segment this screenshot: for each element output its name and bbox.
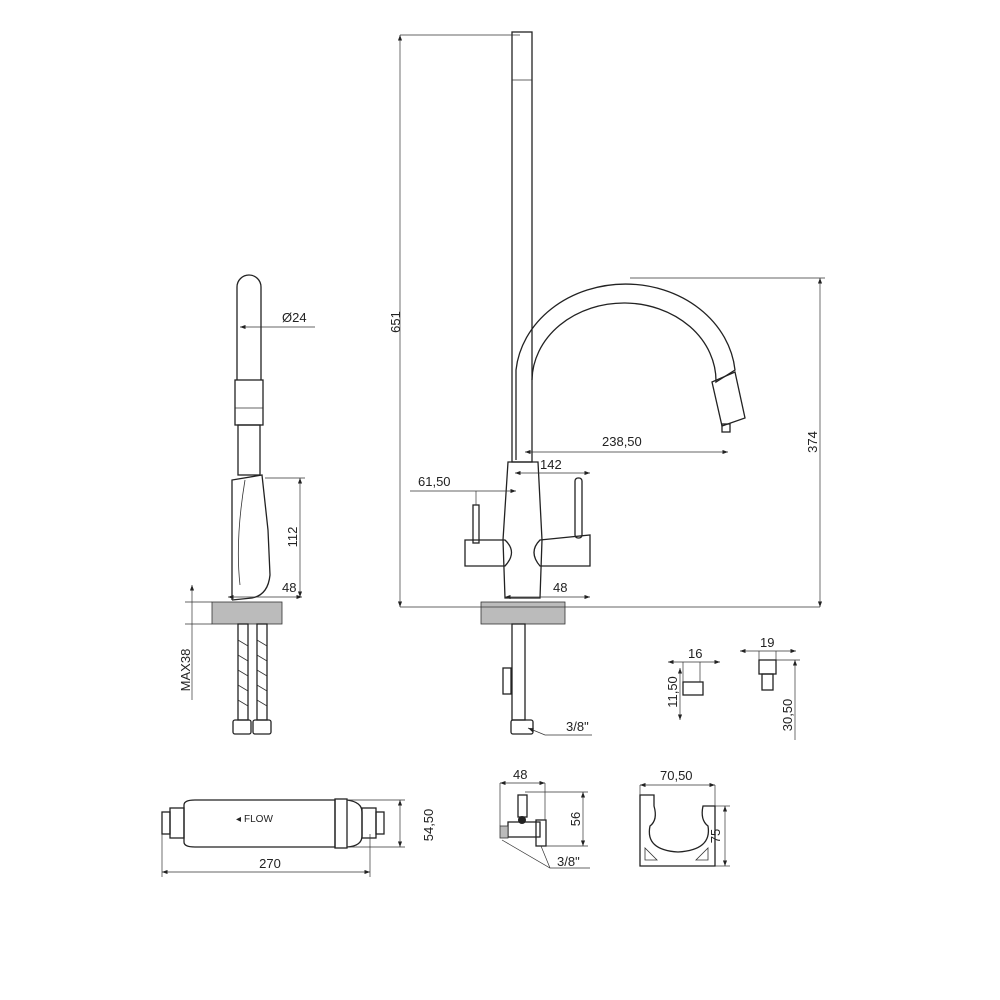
dim-front-base-width: 48 [553,580,567,595]
front-right-lever [574,477,583,539]
side-nut-left [232,719,252,735]
filter-flow-label: FLOW [244,814,273,825]
clip-shape [639,794,716,867]
dim-valve-thread: 3/8" [557,854,580,869]
dim-filter-diameter: 54,50 [421,809,436,842]
valve-handle [517,794,528,818]
front-spout-tip [721,423,731,433]
small-fitting-b: 19 30,50 [740,635,800,740]
fitting-a-shape [682,681,704,696]
front-body [502,461,543,599]
filter-cartridge: ◂ FLOW 54,50 270 [161,798,436,877]
front-left-handle [464,539,513,567]
dim-fitting-b-width: 19 [760,635,774,650]
dim-left-handle-offset: 61,50 [418,474,451,489]
dim-valve-width: 48 [513,767,527,782]
dim-side-max-thickness: MAX38 [178,649,193,692]
small-fitting-a: 16 11,50 [665,646,720,720]
front-view: 651 374 238,50 142 61,50 48 3/8" [388,31,825,736]
filter-left-fitting [161,811,171,835]
dim-filter-length: 270 [259,856,281,871]
mounting-clip: 70,50 75 [639,768,730,867]
filter-right-fitting [375,811,385,835]
fitting-b-thread [761,673,774,691]
dim-fitting-b-height: 30,50 [780,699,795,732]
dim-spout-reach: 238,50 [602,434,642,449]
dim-fitting-a-width: 16 [688,646,702,661]
front-hose-fitting [502,667,512,695]
front-hose-nut [510,719,534,735]
front-filter-tube [511,31,533,463]
side-spout [236,274,262,380]
dim-valve-height: 56 [568,812,583,826]
dim-hose-thread: 3/8" [566,719,589,734]
side-nut-right [252,719,272,735]
dim-clip-width: 70,50 [660,768,693,783]
dim-clip-height: 75 [708,829,723,843]
dim-side-handle-height: 112 [285,527,300,548]
filter-flow-arrow-icon: ◂ [236,814,241,825]
side-view: Ø24 112 48 MAX38 [178,274,315,735]
side-base-plate [211,601,283,625]
dim-side-base-width: 48 [282,580,296,595]
front-left-lever [472,504,480,544]
front-base-plate [480,601,566,625]
side-handle [231,474,271,601]
valve-outlet [535,819,547,847]
side-hose-left [237,623,249,721]
front-right-handle [533,534,591,567]
angle-valve: 48 56 3/8" [499,767,590,869]
dim-handle-span: 142 [540,457,562,472]
side-spout-collar [234,379,264,426]
dim-spout-height: 374 [805,431,820,453]
fitting-b-head [758,659,777,675]
front-flex-hose [711,371,746,427]
dim-total-height: 651 [388,311,403,333]
dim-side-diameter: Ø24 [282,310,307,325]
side-hose-right [256,623,268,721]
front-gooseneck-spout [515,283,736,460]
valve-thread [499,825,509,839]
dim-fitting-a-height: 11,50 [665,676,680,708]
valve-body [507,821,541,838]
front-hose [511,623,526,721]
